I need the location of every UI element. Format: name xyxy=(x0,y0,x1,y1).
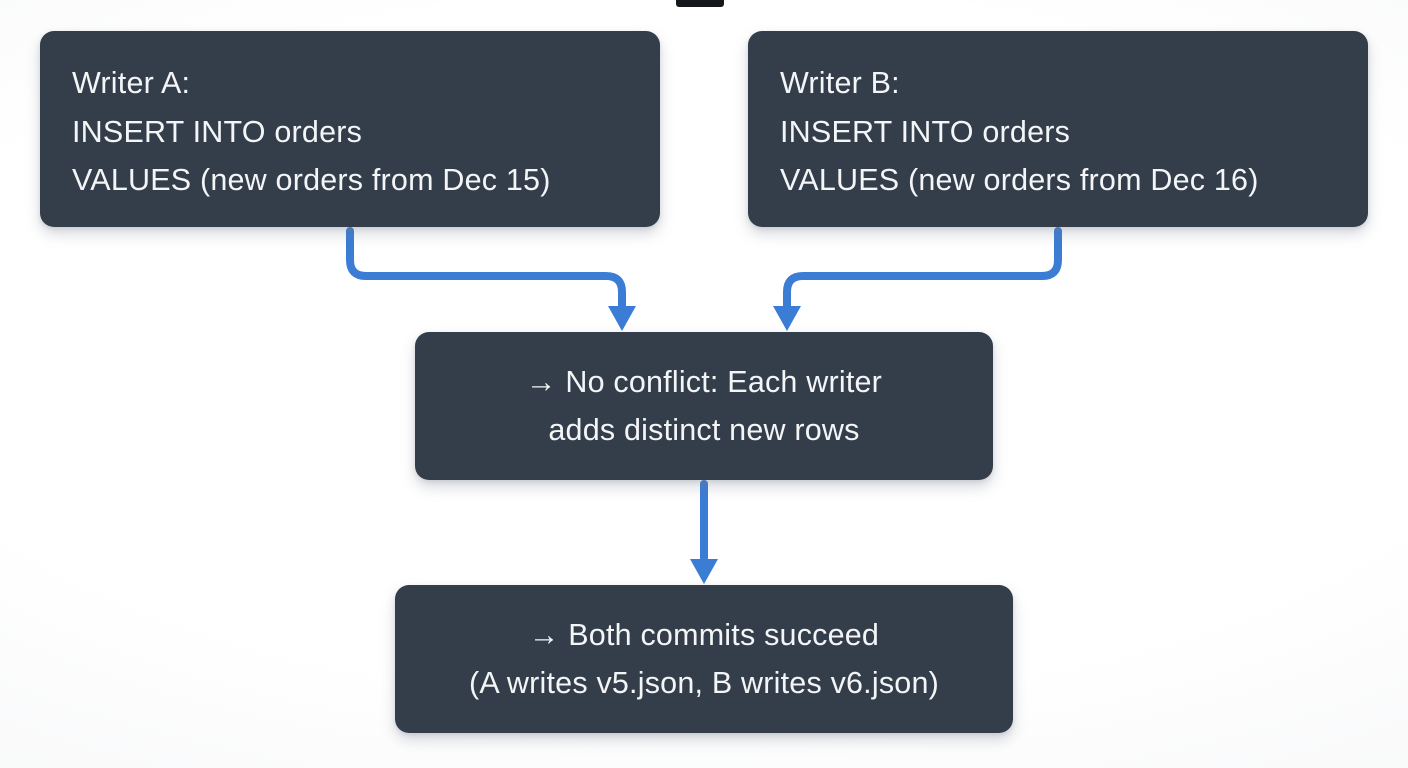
no-conflict-line1: → No conflict: Each writer xyxy=(525,364,883,399)
result-line2: (A writes v5.json, B writes v6.json) xyxy=(469,666,939,700)
arrow-merge-to-result xyxy=(690,480,718,584)
flow-node-writer-b: Writer B: INSERT INTO orders VALUES (new… xyxy=(748,31,1368,227)
writer-a-sql-line1: INSERT INTO orders xyxy=(72,114,363,149)
writer-a-sql-line2: VALUES (new orders from Dec 15) xyxy=(72,163,551,197)
writer-a-title: Writer A: xyxy=(72,66,191,100)
arrow-writer-a-to-merge xyxy=(346,227,636,331)
no-conflict-line2: adds distinct new rows xyxy=(548,413,860,447)
writer-b-title: Writer B: xyxy=(780,66,900,100)
top-notch-bar xyxy=(676,0,724,7)
writer-b-sql-line2: VALUES (new orders from Dec 16) xyxy=(780,163,1259,197)
flow-node-no-conflict: → No conflict: Each writer adds distinct… xyxy=(415,332,993,480)
flow-node-result: → Both commits succeed (A writes v5.json… xyxy=(395,585,1013,733)
arrow-writer-b-to-merge xyxy=(773,227,1062,331)
flow-node-writer-a: Writer A: INSERT INTO orders VALUES (new… xyxy=(40,31,660,227)
result-line1: → Both commits succeed xyxy=(528,617,880,652)
writer-b-sql-line1: INSERT INTO orders xyxy=(780,114,1071,149)
